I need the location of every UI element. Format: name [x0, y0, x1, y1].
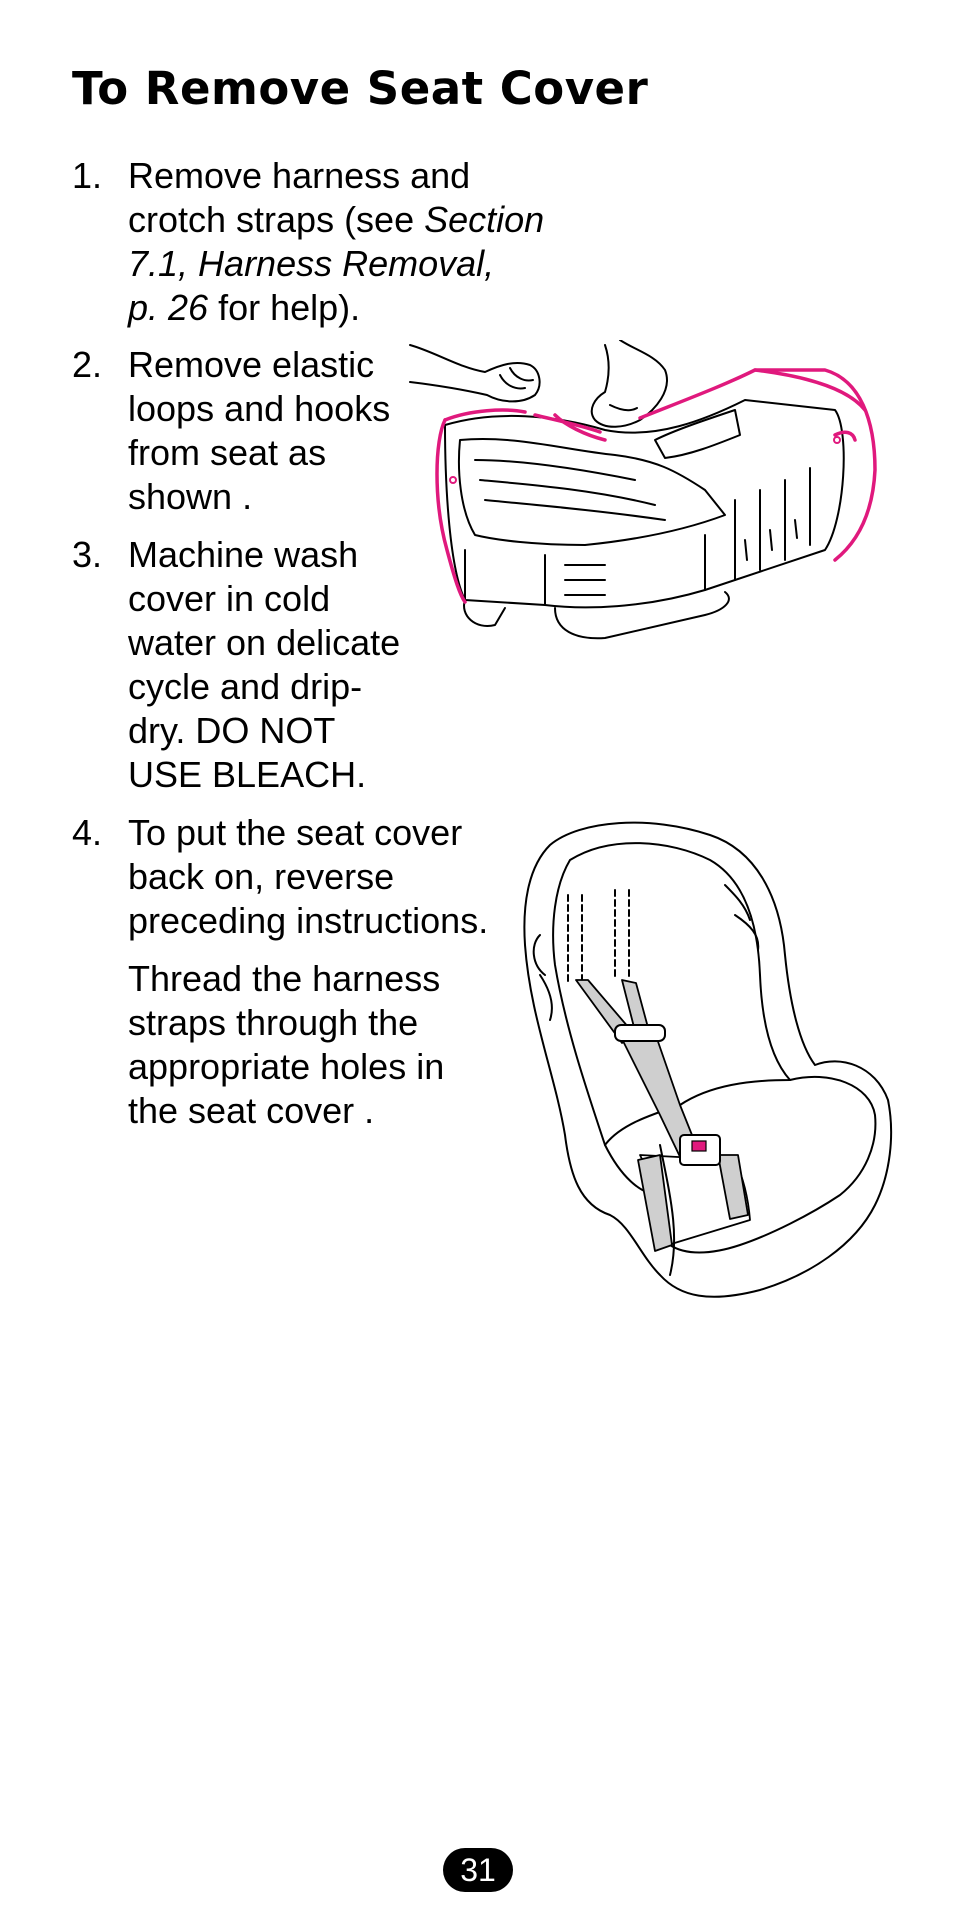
remove-cover-illustration	[409, 340, 877, 640]
seat-cover-harness-illustration	[523, 821, 893, 1298]
page-title: To Remove Seat Cover	[72, 62, 649, 115]
step-text: Remove elastic loops and hooks from seat…	[128, 344, 391, 517]
step-4-continued: Thread the harness straps through the ap…	[128, 958, 445, 1131]
step-number: 3.	[72, 534, 103, 575]
section-reference: Section	[424, 199, 545, 240]
step-text: Remove harness and crotch straps (see Se…	[128, 155, 545, 328]
step-text: Machine wash cover in cold water on deli…	[128, 534, 401, 795]
step-number: 4.	[72, 812, 103, 853]
section-reference: 7.1, Harness Removal,	[128, 243, 495, 284]
step-text: To put the seat cover back on, reverse p…	[128, 812, 489, 941]
step-number: 2.	[72, 344, 103, 385]
page-number-badge: 31	[443, 1848, 513, 1892]
page-reference: p. 26	[128, 287, 209, 328]
step-number: 1.	[72, 155, 103, 196]
